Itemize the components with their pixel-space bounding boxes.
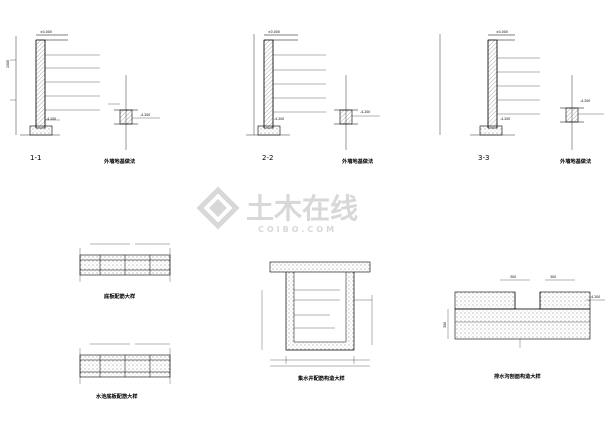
drain-trench-dim-a: 300 — [510, 275, 516, 279]
section-1-1-elev-mid: -4.200 — [46, 117, 56, 121]
watermark-brand: 土木在线 — [246, 192, 358, 225]
drain-trench-detail — [447, 279, 605, 348]
drain-trench-caption: 排水沟剖面构造大样 — [494, 372, 542, 380]
pool-floor-caption: 水池底板配筋大样 — [96, 392, 138, 400]
section-3-3-label: 3-3 — [478, 154, 489, 162]
section-3-3 — [439, 34, 604, 150]
sump-pit-caption: 集水井配筋构造大样 — [297, 374, 346, 382]
section-2-2-elev-mid: -4.200 — [274, 117, 284, 121]
sump-pit-detail — [261, 261, 373, 367]
watermark-url: COIBO.COM — [258, 225, 337, 234]
drain-trench-dim-b: 300 — [550, 275, 556, 279]
drain-trench-dim-side: 300 — [443, 322, 447, 328]
section-3-3-elev-right: -4.200 — [580, 99, 590, 103]
drain-trench-elev: -4.200 — [590, 295, 600, 299]
floor-reinf-caption: 底板配筋大样 — [104, 292, 136, 300]
section-2-2 — [246, 34, 380, 150]
section-1-1 — [10, 34, 160, 150]
section-1-1-elev-right: -4.200 — [140, 113, 150, 117]
section-1-1-detail-label: 外墙地基做法 — [104, 157, 135, 165]
watermark: 土木在线 COIBO.COM — [196, 186, 358, 234]
section-3-3-detail-label: 外墙地基做法 — [560, 157, 591, 165]
section-1-1-elev-top: ±0.000 — [40, 30, 52, 34]
section-2-2-label: 2-2 — [262, 154, 273, 162]
pool-floor-detail — [79, 343, 171, 384]
section-3-3-elev-top: ±0.000 — [496, 30, 508, 34]
watermark-logo-icon — [196, 186, 240, 230]
section-1-1-dim: 1500 — [6, 60, 10, 68]
section-2-2-elev-right: -4.200 — [360, 110, 370, 114]
floor-reinf-detail — [79, 243, 171, 282]
section-2-2-elev-top: ±0.000 — [268, 30, 280, 34]
section-3-3-elev-mid: -4.200 — [500, 117, 510, 121]
section-1-1-label: 1-1 — [30, 154, 41, 162]
section-2-2-detail-label: 外墙地基做法 — [342, 157, 373, 165]
